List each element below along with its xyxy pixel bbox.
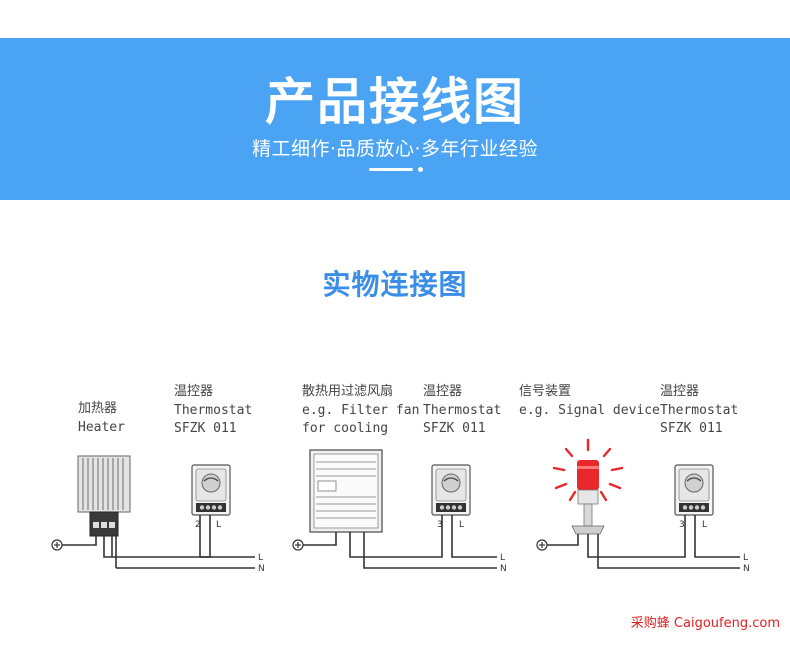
banner-divider-dot	[418, 167, 423, 172]
line-label-l-3: L	[743, 553, 748, 563]
heater-icon	[77, 455, 131, 537]
header-banner: 产品接线图 精工细作·品质放心·多年行业经验	[0, 38, 790, 200]
fan-label-en2: for cooling	[302, 421, 388, 436]
line-label-n-2: N	[500, 564, 507, 574]
panel-filter-fan: 散热用过滤风扇 e.g. Filter fan for cooling 温控器 …	[292, 383, 507, 574]
ground-symbol-2	[292, 539, 304, 551]
line-label-n-3: N	[743, 564, 750, 574]
line-label-l-1: L	[258, 553, 263, 563]
fan-label-en1: e.g. Filter fan	[302, 403, 419, 418]
thermostat-2-model: SFZK 011	[423, 421, 486, 436]
thermostat-3-label-cn: 温控器	[660, 384, 699, 399]
signal-light-icon	[552, 438, 624, 535]
thermostat-1-label-cn: 温控器	[174, 384, 213, 399]
wires-signal	[546, 515, 740, 569]
panel-signal-device: 信号装置 e.g. Signal device 温控器 Thermostat S…	[519, 384, 750, 574]
thermostat-1-terminal-b: L	[216, 520, 221, 530]
thermostat-2-terminal-b: L	[459, 520, 464, 530]
thermostat-2-icon	[431, 464, 471, 516]
banner-title: 产品接线图	[265, 73, 525, 131]
heater-label-en: Heater	[78, 420, 125, 435]
thermostat-3-terminal-b: L	[702, 520, 707, 530]
watermark: 采购蜂 Caigoufeng.com	[630, 616, 780, 631]
fan-label-cn: 散热用过滤风扇	[302, 383, 393, 399]
line-label-l-2: L	[500, 553, 505, 563]
banner-subtitle: 精工细作·品质放心·多年行业经验	[251, 138, 539, 160]
thermostat-1-label-en: Thermostat	[174, 403, 252, 418]
thermostat-3-terminal-a: 3	[679, 520, 685, 530]
thermostat-3-model: SFZK 011	[660, 421, 723, 436]
wiring-diagram: 加热器 Heater 温控器 Thermostat SFZK 011 2 L	[51, 383, 750, 574]
heater-label-cn: 加热器	[78, 401, 117, 416]
wires-heater	[60, 515, 255, 569]
banner-divider	[369, 168, 413, 171]
filter-fan-icon	[309, 449, 383, 533]
thermostat-2-label-cn: 温控器	[423, 384, 462, 399]
ground-symbol-3	[536, 539, 548, 551]
thermostat-2-terminal-a: 3	[437, 520, 443, 530]
thermostat-3-label-en: Thermostat	[660, 403, 738, 418]
thermostat-1-icon	[191, 464, 231, 516]
thermostat-1-terminal-a: 2	[195, 520, 201, 530]
ground-symbol-1	[51, 539, 63, 551]
signal-label-cn: 信号装置	[519, 384, 571, 399]
wires-fan	[302, 515, 497, 569]
panel-heater: 加热器 Heater 温控器 Thermostat SFZK 011 2 L	[51, 384, 265, 574]
section-title: 实物连接图	[322, 268, 468, 301]
thermostat-2-label-en: Thermostat	[423, 403, 501, 418]
line-label-n-1: N	[258, 564, 265, 574]
thermostat-3-icon	[674, 464, 714, 516]
thermostat-1-model: SFZK 011	[174, 421, 237, 436]
signal-label-en: e.g. Signal device	[519, 403, 660, 418]
